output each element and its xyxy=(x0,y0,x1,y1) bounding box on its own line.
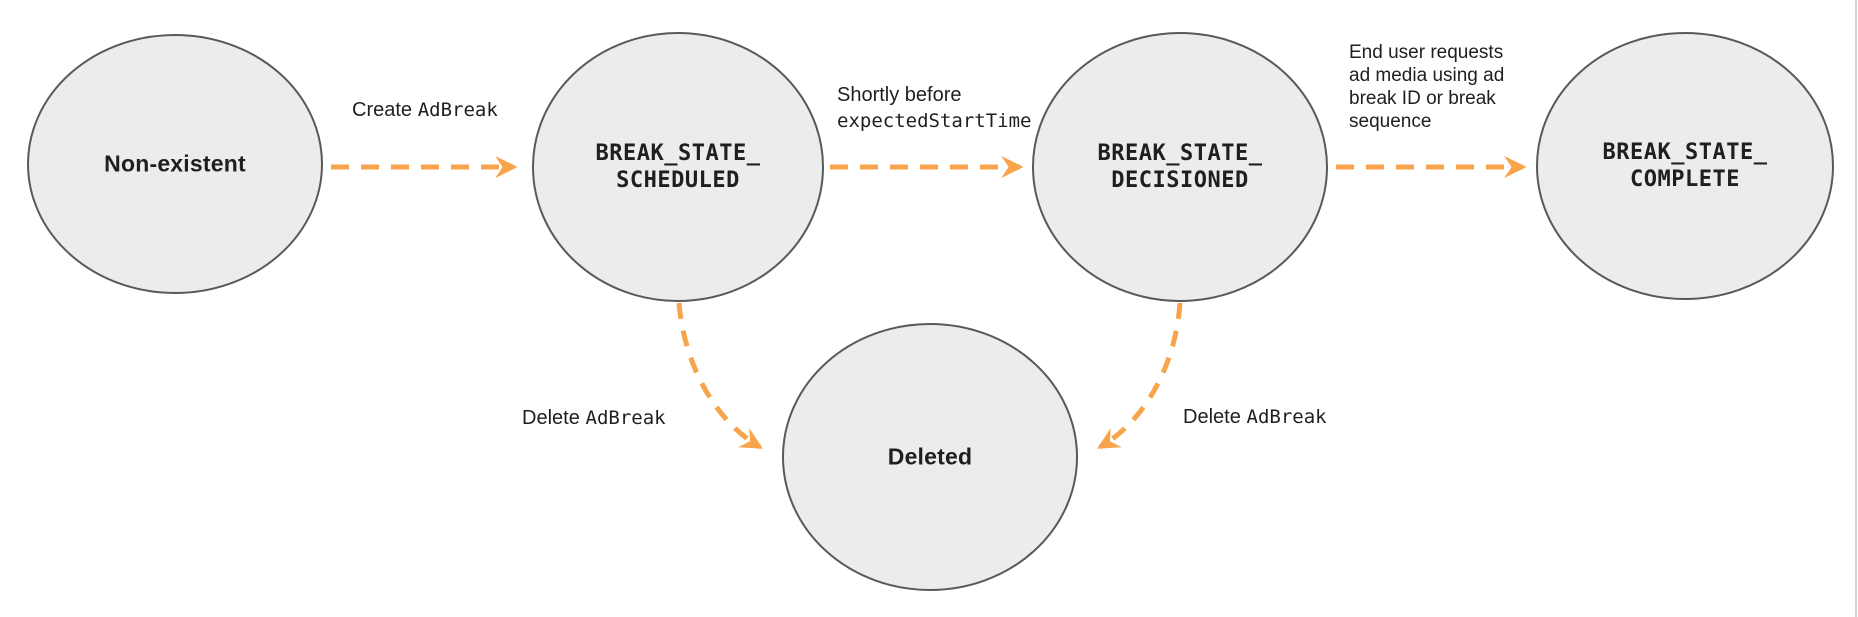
node-label-line: BREAK_STATE_ xyxy=(1602,140,1768,165)
edge-delete-from-decisioned-arrow xyxy=(1097,302,1183,450)
state-node-non-existent xyxy=(27,34,323,294)
edge-delete-from-scheduled-arrow xyxy=(676,302,763,450)
node-label-break-state-scheduled: BREAK_STATE_ SCHEDULED xyxy=(596,140,761,194)
edge-label-text: break ID or break xyxy=(1349,88,1496,109)
edge-label-code: AdBreak xyxy=(417,99,498,121)
node-label-line: SCHEDULED xyxy=(616,168,740,193)
node-label-break-state-complete: BREAK_STATE_ COMPLETE xyxy=(1603,139,1768,193)
state-node-break-state-decisioned xyxy=(1032,32,1328,302)
edge-label-end-user-request: End user requests ad media using ad brea… xyxy=(1349,41,1504,133)
node-label-non-existent: Non-existent xyxy=(104,150,246,177)
node-label-break-state-decisioned: BREAK_STATE_ DECISIONED xyxy=(1098,140,1263,194)
edge-label-text: sequence xyxy=(1349,111,1432,132)
state-node-deleted xyxy=(782,323,1078,591)
node-label-line: DECISIONED xyxy=(1111,168,1249,193)
state-node-break-state-complete xyxy=(1536,32,1834,300)
state-node-break-state-scheduled xyxy=(532,32,824,302)
edge-label-code: expectedStartTime xyxy=(837,110,1032,132)
edge-label-text: End user requests xyxy=(1349,42,1504,63)
edge-label-code: AdBreak xyxy=(1246,406,1327,428)
node-label-line: BREAK_STATE_ xyxy=(595,141,761,166)
node-label-line: COMPLETE xyxy=(1630,167,1740,192)
edge-label-code: AdBreak xyxy=(585,407,666,429)
edge-label-text: Delete xyxy=(1183,406,1241,428)
node-label-line: BREAK_STATE_ xyxy=(1097,141,1263,166)
page-edge-divider xyxy=(1855,0,1857,617)
edge-label-text: Create xyxy=(352,99,413,121)
edge-label-text: ad media using ad xyxy=(1349,65,1505,86)
node-label-deleted: Deleted xyxy=(887,443,973,470)
edge-label-shortly-before: Shortly before expectedStartTime xyxy=(837,82,1031,134)
edge-label-text: Delete xyxy=(522,407,580,429)
edge-label-text: Shortly before xyxy=(837,84,962,106)
